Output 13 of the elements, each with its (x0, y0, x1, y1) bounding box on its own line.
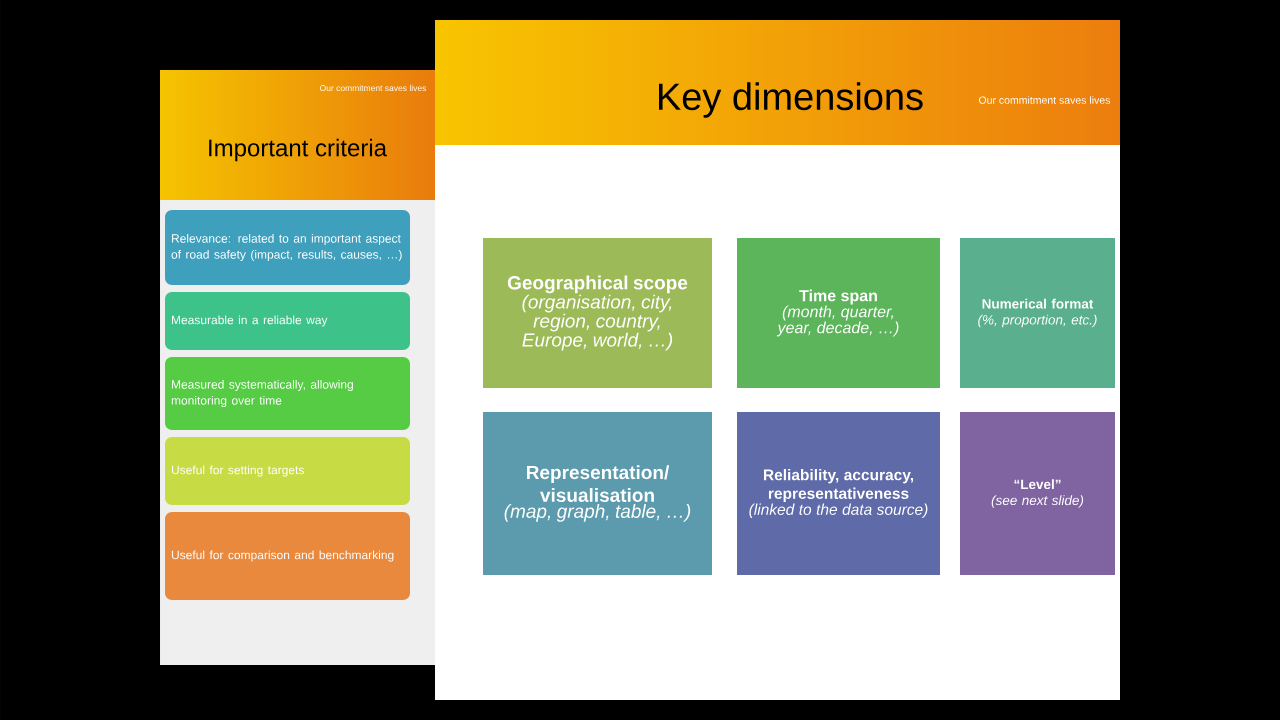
criterion-box: Relevance: related to an important aspect of road safety (impact, results, causes, …) (165, 210, 410, 285)
tagline: Our commitment saves lives (978, 96, 1110, 104)
criterion-box: Useful for setting targets (165, 437, 410, 505)
dimension-box: Time span (month, quarter, year, decade, …) (737, 238, 940, 388)
criterion-box: Measurable in a reliable way (165, 292, 410, 350)
criterion-box: Useful for comparison and benchmarking (165, 512, 410, 600)
dimension-box: Numerical format (%, proportion, etc.) (960, 238, 1115, 388)
dimension-box: Reliability, accuracy, representativeness (linked to the data source) (737, 412, 940, 575)
dimension-box: “Level” (see next slide) (960, 412, 1115, 575)
tagline: Our commitment saves lives (320, 84, 427, 92)
dimension-box: Representation/ visualisation (map, graph, table, …) (483, 412, 712, 575)
criterion-box: Measured systematically, allowing monitoring over time (165, 357, 410, 430)
dimension-box: Geographical scope (organisation, city, region, country, Europe, world, …) (483, 238, 712, 388)
